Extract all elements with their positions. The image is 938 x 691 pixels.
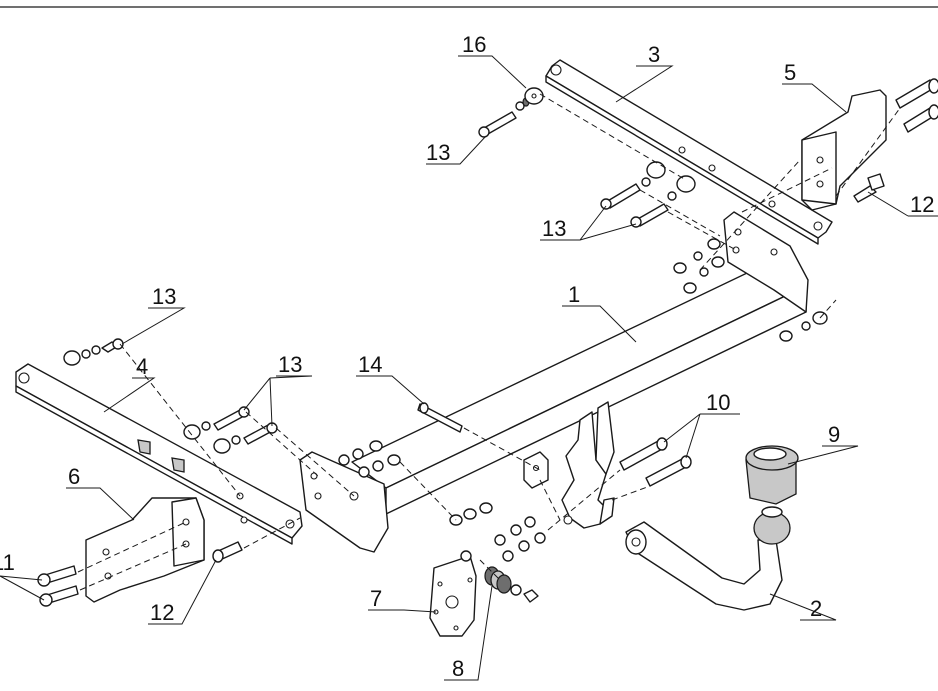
- fasteners: [37, 78, 938, 607]
- callout-13-left: 13: [152, 284, 176, 309]
- leader-lines: [0, 55, 938, 681]
- socket-plate: [429, 555, 477, 637]
- callout-3: 3: [648, 42, 660, 67]
- tow-ball-cap: [745, 445, 799, 505]
- callout-13-upper: 13: [426, 140, 450, 165]
- callout-12-right: 12: [910, 192, 934, 217]
- callout-2: 2: [810, 596, 822, 621]
- main-cross-beam: [299, 211, 809, 553]
- callout-6: 6: [68, 464, 80, 489]
- callout-14: 14: [358, 352, 382, 377]
- callout-13-middle-left: 13: [278, 352, 302, 377]
- callout-8: 8: [452, 656, 464, 681]
- callout-1: 1: [568, 282, 580, 307]
- spring-assembly: [484, 566, 539, 603]
- left-mounting-plate: [85, 497, 205, 603]
- callout-12-left: 12: [150, 600, 174, 625]
- callout-5: 5: [784, 60, 796, 85]
- alignment-lines: [77, 93, 901, 591]
- left-side-arm: [15, 363, 303, 545]
- callout-9: 9: [828, 422, 840, 447]
- callout-4: 4: [136, 354, 148, 379]
- callout-7: 7: [370, 586, 382, 611]
- callouts: 16 3 5 13 13 12 1 13 13 14 4 10 9 6 11 1…: [0, 32, 934, 681]
- right-side-arm: [545, 59, 833, 245]
- callout-13-upper-right: 13: [542, 216, 566, 241]
- tow-ball-neck: [625, 506, 791, 611]
- callout-10: 10: [706, 390, 730, 415]
- right-mounting-plate: [801, 89, 887, 211]
- callout-11-left: 11: [0, 550, 15, 575]
- callout-16: 16: [462, 32, 486, 57]
